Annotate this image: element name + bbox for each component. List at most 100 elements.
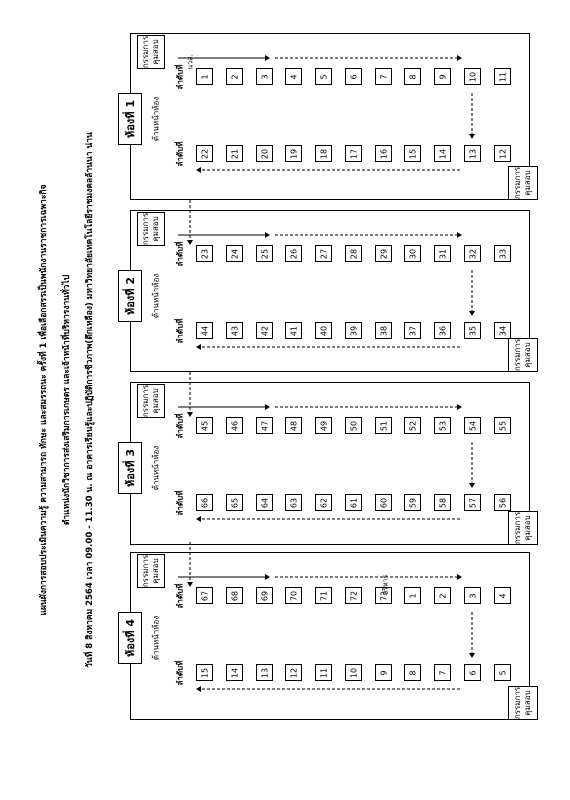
proctor-top-3: กรรมการคุมสอบ (137, 384, 165, 418)
seat: 21 (226, 145, 243, 162)
seat: 3 (256, 68, 273, 85)
seat: 24 (226, 245, 243, 262)
seat: 34 (494, 322, 511, 339)
seat: 69 (256, 587, 273, 604)
seat: 56 (494, 494, 511, 511)
seat: 8 (404, 68, 421, 85)
seat: 2 (434, 587, 451, 604)
arrow-head (469, 653, 475, 658)
seat: 72 (345, 587, 362, 604)
seat: 61 (345, 494, 362, 511)
seat: 12 (285, 664, 302, 681)
seat: 16 (375, 145, 392, 162)
seat: 58 (434, 494, 451, 511)
arrow-head (265, 574, 270, 580)
seat: 11 (315, 664, 332, 681)
seat: 12 (494, 145, 511, 162)
seat: 27 (315, 245, 332, 262)
seat: 38 (375, 322, 392, 339)
seat: 15 (196, 664, 213, 681)
seat: 28 (345, 245, 362, 262)
seat: 65 (226, 494, 243, 511)
seat: 1 (196, 68, 213, 85)
arrow-head (457, 55, 462, 61)
seat: 25 (256, 245, 273, 262)
arrow-head (187, 240, 193, 245)
seat: 70 (285, 587, 302, 604)
seat: 40 (315, 322, 332, 339)
seat: 9 (375, 664, 392, 681)
seat: 10 (464, 68, 481, 85)
seat: 36 (434, 322, 451, 339)
seat: 33 (494, 245, 511, 262)
seat: 55 (494, 417, 511, 434)
seat: 15 (404, 145, 421, 162)
arrow-head (196, 686, 201, 692)
room-title-2: ห้องที่ 2 (118, 270, 142, 322)
arrow-head (457, 574, 462, 580)
seat: 17 (345, 145, 362, 162)
seat: 7 (375, 68, 392, 85)
proctor-bottom-2: กรรมการคุมสอบ (508, 338, 538, 372)
seat: 35 (464, 322, 481, 339)
seat: 4 (494, 587, 511, 604)
seat: 48 (285, 417, 302, 434)
room-title-4: ห้องที่ 4 (118, 612, 142, 664)
seat: 4 (285, 68, 302, 85)
arrow-head (457, 232, 462, 238)
seat: 39 (345, 322, 362, 339)
seat: 29 (375, 245, 392, 262)
seat: 50 (345, 417, 362, 434)
proctor-top-2: กรรมการคุมสอบ (137, 212, 165, 246)
seat: 52 (404, 417, 421, 434)
seat: 49 (315, 417, 332, 434)
seat: 66 (196, 494, 213, 511)
arrow-head (469, 483, 475, 488)
arrow-head (469, 311, 475, 316)
seat: 67 (196, 587, 213, 604)
seat: 59 (404, 494, 421, 511)
seat: 43 (226, 322, 243, 339)
seat: 60 (375, 494, 392, 511)
seat: 53 (434, 417, 451, 434)
proctor-bottom-1: กรรมการคุมสอบ (508, 166, 538, 200)
seat: 7 (434, 664, 451, 681)
seat: 14 (226, 664, 243, 681)
seat: 32 (464, 245, 481, 262)
seat: 13 (464, 145, 481, 162)
seat: 6 (345, 68, 362, 85)
seat: 73 (375, 587, 392, 604)
seat: 10 (345, 664, 362, 681)
seat: 8 (404, 664, 421, 681)
seat: 5 (494, 664, 511, 681)
arrow-head (469, 134, 475, 139)
seat: 57 (464, 494, 481, 511)
seat: 37 (404, 322, 421, 339)
seat: 42 (256, 322, 273, 339)
room-title-1: ห้องที่ 1 (118, 93, 142, 145)
seat: 54 (464, 417, 481, 434)
proctor-top-1: กรรมการคุมสอบ (137, 35, 165, 69)
seat: 6 (464, 664, 481, 681)
proctor-top-4: กรรมการคุมสอบ (137, 554, 165, 588)
seat: 71 (315, 587, 332, 604)
arrow-head (265, 404, 270, 410)
seat: 11 (494, 68, 511, 85)
seat: 63 (285, 494, 302, 511)
seat: 2 (226, 68, 243, 85)
proctor-bottom-4: กรรมการคุมสอบ (508, 686, 538, 720)
seat: 46 (226, 417, 243, 434)
seat: 51 (375, 417, 392, 434)
seat: 3 (464, 587, 481, 604)
arrow-head (196, 516, 201, 522)
seat: 41 (285, 322, 302, 339)
arrow-head (196, 167, 201, 173)
seat: 18 (315, 145, 332, 162)
arrow-head (265, 232, 270, 238)
seat: 30 (404, 245, 421, 262)
seat: 22 (196, 145, 213, 162)
proctor-bottom-3: กรรมการคุมสอบ (508, 511, 538, 545)
room-title-3: ห้องที่ 3 (118, 442, 142, 494)
seat: 64 (256, 494, 273, 511)
